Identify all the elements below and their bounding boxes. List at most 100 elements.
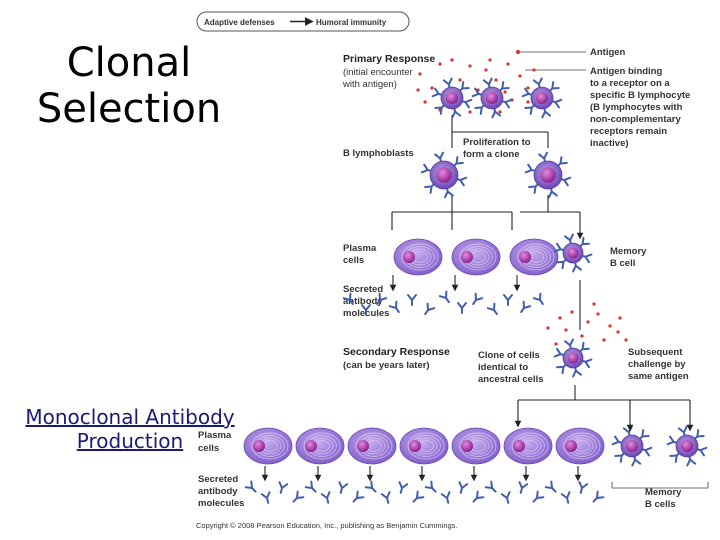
- antigen-dot-icon: [503, 90, 507, 94]
- plasma-cells-top-line2: cells: [343, 255, 364, 266]
- subsequent-line2: challenge by: [628, 359, 686, 370]
- b-lymphocyte-inactive-1: [431, 77, 473, 119]
- antigen-dot-icon: [580, 334, 584, 338]
- primary-response-line3: with antigen): [342, 79, 397, 90]
- antigen-dot-icon: [624, 338, 628, 342]
- subsequent-line1: Subsequent: [628, 347, 683, 358]
- antigen-dot-icon: [438, 62, 442, 66]
- secondary-response-line2: (can be years later): [343, 360, 430, 371]
- cells: [243, 77, 708, 467]
- plasma-cell-bottom-1: [243, 427, 293, 465]
- secreted-bottom-line1: Secreted: [198, 474, 238, 485]
- antigen-dot-icon: [618, 316, 622, 320]
- primary-response-heading: Primary Response: [343, 53, 435, 65]
- memory-b-cells-line2: B cells: [645, 499, 676, 510]
- secreted-antibody-icon: [560, 491, 571, 504]
- antigen-label: Antigen: [590, 47, 626, 58]
- antigen-dot-icon: [458, 78, 462, 82]
- secreted-bottom-line2: antibody: [198, 486, 238, 497]
- plasma-cell-bottom-4: [399, 427, 449, 465]
- secreted-antibody-icon: [592, 490, 605, 503]
- antigen-dot-icon: [554, 342, 558, 346]
- secreted-antibody-icon: [532, 490, 545, 503]
- secreted-antibody-icon: [424, 302, 436, 316]
- secreted-antibody-icon: [472, 292, 484, 306]
- breadcrumb: Adaptive defenses Humoral immunity: [196, 11, 410, 32]
- breadcrumb-right: Humoral immunity: [316, 18, 387, 27]
- secreted-antibody-icon: [407, 294, 417, 306]
- secreted-antibody-icon: [520, 300, 532, 314]
- clone-of-cells-line2: identical to: [478, 362, 528, 373]
- subsequent-line3: same antigen: [628, 371, 689, 382]
- monoclonal-antibody-link[interactable]: Monoclonal Antibody Production: [10, 405, 250, 453]
- memory-b-cell-bottom-2: [666, 425, 708, 467]
- secreted-antibody-icon: [292, 490, 305, 503]
- secreted-antibody-icon: [503, 294, 513, 306]
- plasma-cell-bottom-2: [295, 427, 345, 465]
- secreted-top-line1: Secreted: [343, 284, 383, 295]
- antigen-dot-icon: [564, 328, 568, 332]
- secreted-antibody-icon: [544, 480, 557, 493]
- antigen-dot-icon: [423, 100, 427, 104]
- b-lymphoblasts-label: B lymphoblasts: [343, 148, 414, 159]
- secreted-antibody-icon: [352, 490, 365, 503]
- antigen-dot-icon: [488, 58, 492, 62]
- plasma-cell-bottom-5: [451, 427, 501, 465]
- antigen-dot-icon: [468, 64, 472, 68]
- secreted-antibody-icon: [424, 480, 437, 493]
- slide-title: Clonal Selection: [18, 40, 240, 132]
- secreted-bottom-line3: molecules: [198, 498, 244, 509]
- secreted-antibody-icon: [484, 480, 497, 493]
- antigen-dot-icon: [526, 86, 530, 90]
- memory-b-cell-bottom-1: [611, 425, 653, 467]
- antigen-dot-icon: [526, 100, 530, 104]
- svg-text:Antigen binding: Antigen binding: [590, 66, 662, 77]
- secreted-antibody-icon: [338, 481, 349, 494]
- secreted-antibody-icon: [412, 490, 425, 503]
- secreted-antibody-icon: [458, 481, 469, 494]
- antigen-dot-icon: [518, 74, 522, 78]
- antigen-dot-icon: [602, 338, 606, 342]
- antigen-dot-icon: [616, 330, 620, 334]
- svg-text:non-complementary: non-complementary: [590, 114, 682, 125]
- antigen-dot-icon: [570, 310, 574, 314]
- plasma-cell-top-3: [509, 238, 559, 276]
- clone-of-cells-line3: ancestral cells: [478, 374, 544, 385]
- secreted-antibody-icon: [361, 304, 371, 316]
- secreted-antibody-icon: [440, 491, 451, 504]
- secreted-antibody-icon: [376, 292, 388, 306]
- memory-b-cell-line1: Memory: [610, 246, 647, 257]
- clone-of-cells-line1: Clone of cells: [478, 350, 540, 361]
- plasma-cells-top-line1: Plasma: [343, 243, 377, 254]
- antigen-dot-icon: [506, 62, 510, 66]
- antigen-dot-icon: [596, 312, 600, 316]
- secreted-antibody-icon: [472, 490, 485, 503]
- proliferation-line2: form a clone: [463, 149, 520, 160]
- svg-text:(B lymphocytes with: (B lymphocytes with: [590, 102, 683, 113]
- antibodies: [244, 290, 605, 504]
- secreted-antibody-icon: [244, 480, 257, 493]
- b-lymphocyte-inactive-2: [521, 77, 563, 119]
- flow-lines: [391, 115, 691, 418]
- antigen-dot-icon: [494, 78, 498, 82]
- antigen-dot-icon: [592, 302, 596, 306]
- secreted-antibody-icon: [398, 481, 409, 494]
- svg-text:inactive): inactive): [590, 138, 629, 149]
- breadcrumb-left: Adaptive defenses: [204, 18, 275, 27]
- memory-b-cells-line1: Memory: [645, 487, 682, 498]
- antigen-dot-icon: [484, 68, 488, 72]
- secreted-antibody-icon: [320, 491, 331, 504]
- memory-b-cell-line2: B cell: [610, 258, 635, 269]
- b-lymphocyte-selected: [471, 77, 513, 119]
- plasma-cell-top-2: [451, 238, 501, 276]
- plasma-cell-top-1: [393, 238, 443, 276]
- plasma-cells-bottom-line2: cells: [198, 443, 219, 454]
- title-line-2: Selection: [36, 86, 222, 132]
- secreted-antibody-icon: [457, 302, 467, 314]
- antigen-dot-icon: [430, 86, 434, 90]
- antigen-binding-text: Antigen binding to a receptor on a speci…: [590, 66, 690, 149]
- antigen-dot-icon: [546, 326, 550, 330]
- plasma-cell-bottom-6: [503, 427, 553, 465]
- plasma-cell-bottom-7: [555, 427, 605, 465]
